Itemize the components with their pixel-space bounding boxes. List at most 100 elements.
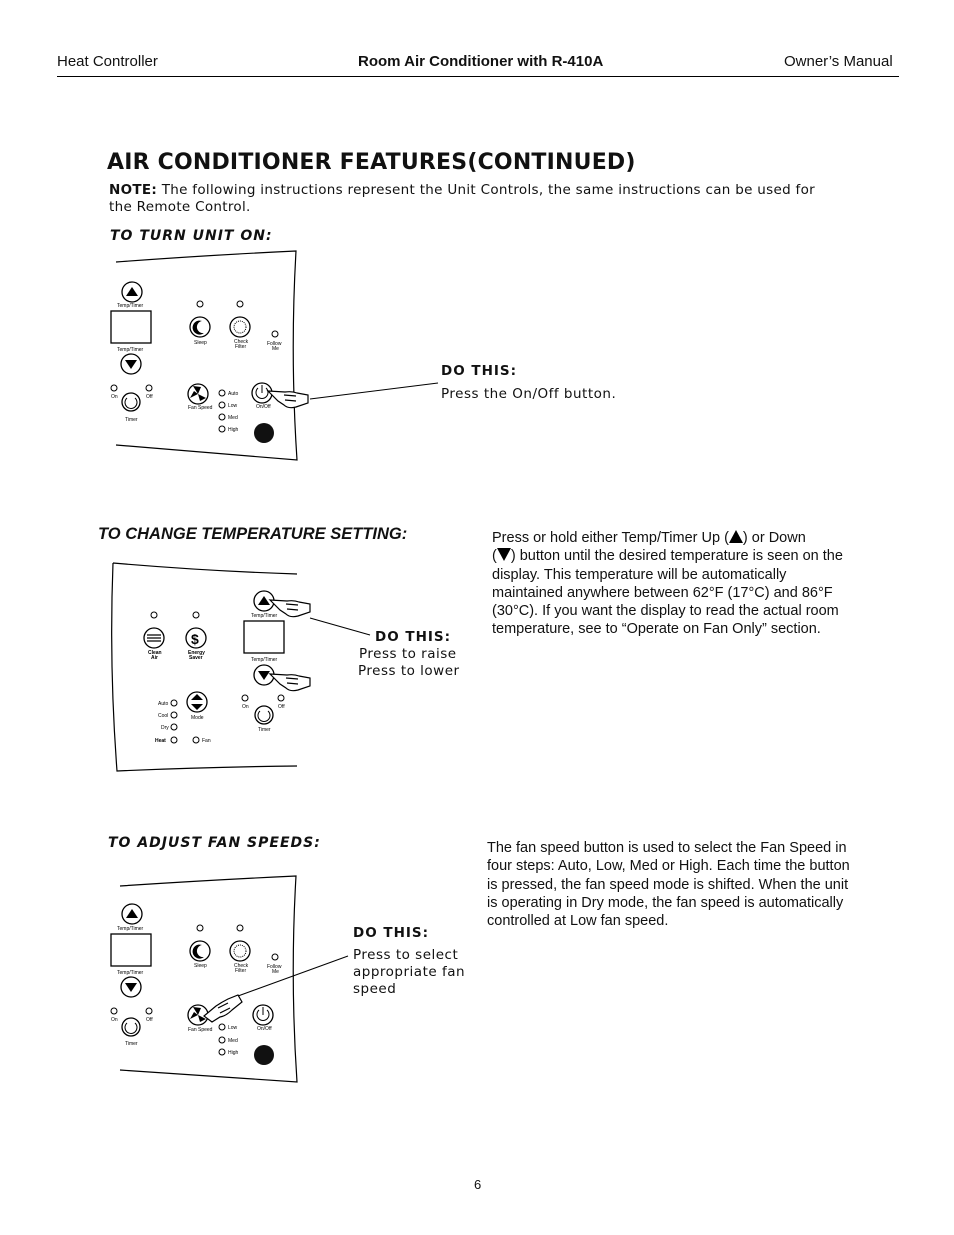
- control-panel-diagram-3: Temp/Timer Temp/Timer On Off Timer Sleep…: [110, 875, 349, 1083]
- dry-label: Dry: [161, 725, 169, 731]
- pointing-hand-icon: [203, 994, 243, 1023]
- me-label: Me: [272, 346, 279, 352]
- do-this-raise: Press to raise: [359, 646, 457, 662]
- follow-label: Follow: [267, 964, 282, 970]
- do-this-heading-1: DO THIS:: [441, 363, 518, 379]
- fan-speed-label: Fan Speed: [188, 1027, 213, 1033]
- high-indicator-icon: [218, 425, 226, 433]
- med-indicator-icon: [218, 413, 226, 421]
- off-indicator-icon: [277, 694, 285, 702]
- fan-indicator-icon: [192, 736, 200, 744]
- temperature-paragraph: Press or hold either Temp/Timer Up () or…: [492, 529, 860, 639]
- triangle-up-icon: [728, 530, 743, 543]
- fan-label: Fan: [202, 738, 211, 744]
- off-indicator-icon: [145, 384, 153, 392]
- check-filter-indicator-icon: [236, 300, 244, 308]
- temp-timer-label: Temp/Timer: [251, 657, 278, 663]
- med-label: Med: [228, 415, 238, 421]
- low-indicator-icon: [218, 401, 226, 409]
- off-label: Off: [146, 1017, 153, 1023]
- pointing-hand-icon: [266, 390, 309, 409]
- off-label: Off: [278, 704, 285, 710]
- follow-label: Follow: [267, 341, 282, 347]
- temp-para-d: ) button until the desired temperature i…: [492, 548, 843, 638]
- ir-sensor-icon: [254, 423, 274, 443]
- header-right: Owner’s Manual: [784, 53, 893, 70]
- display-window: [243, 620, 285, 654]
- clean-label: Clean: [148, 650, 162, 656]
- control-panel-diagram-1: Temp/Timer Temp/Timer On Off Timer Sleep…: [110, 250, 439, 461]
- low-indicator-icon: [218, 1023, 226, 1031]
- follow-me-indicator-icon: [271, 953, 279, 961]
- on-label: On: [242, 704, 249, 710]
- energy-label: Energy: [188, 650, 205, 656]
- on-off-label: On/Off: [257, 1026, 272, 1032]
- do-this-text-1: Press the On/Off button.: [441, 386, 617, 402]
- timer-icon: [121, 392, 141, 412]
- cool-label: Cool: [158, 713, 168, 719]
- check-filter-indicator-icon: [236, 924, 244, 932]
- header-center: Room Air Conditioner with R-410A: [358, 53, 604, 70]
- control-panel-diagram-2: Clean Air $ Energy Saver Temp/Timer Temp…: [111, 562, 371, 772]
- timer-label: Timer: [125, 417, 138, 423]
- timer-icon: [254, 705, 274, 725]
- med-label: Med: [228, 1038, 238, 1044]
- temp-timer-label: Temp/Timer: [251, 613, 278, 619]
- power-icon: [252, 1004, 274, 1026]
- off-indicator-icon: [145, 1007, 153, 1015]
- pointing-hand-icon: [268, 599, 311, 618]
- page-number: 6: [474, 1177, 482, 1192]
- sleep-indicator-icon: [196, 300, 204, 308]
- temp-down-icon: [120, 353, 142, 375]
- note-label: NOTE:: [109, 182, 158, 198]
- heat-label: Heat: [155, 738, 166, 744]
- low-label: Low: [228, 1025, 238, 1031]
- temp-up-icon: [121, 281, 143, 303]
- filter-label: Filter: [235, 344, 246, 350]
- temp-timer-label: Temp/Timer: [117, 347, 144, 353]
- temp-up-icon: [121, 903, 143, 925]
- low-label: Low: [228, 403, 238, 409]
- triangle-down-icon: [496, 548, 511, 562]
- ir-sensor-icon: [254, 1045, 274, 1065]
- on-label: On: [111, 1017, 118, 1023]
- sleep-indicator-icon: [196, 924, 204, 932]
- header-rule: [57, 76, 899, 77]
- dry-indicator-icon: [170, 723, 178, 731]
- do-this-heading-2: DO THIS:: [375, 629, 452, 645]
- fan-speed-label: Fan Speed: [188, 405, 213, 411]
- on-label: On: [111, 394, 118, 400]
- do-this-text-3: Press to select appropriate fan speed: [353, 947, 466, 997]
- sleep-icon: [189, 316, 211, 338]
- check-label: Check: [234, 963, 249, 969]
- check-label: Check: [234, 339, 249, 345]
- sleep-icon: [189, 940, 211, 962]
- on-off-label: On/Off: [256, 404, 271, 410]
- svg-text:$: $: [191, 631, 199, 647]
- power-icon: [251, 382, 273, 404]
- check-filter-icon: [229, 316, 251, 338]
- auto-indicator-icon: [218, 389, 226, 397]
- pointing-hand-icon: [268, 673, 311, 692]
- display-window: [110, 933, 152, 967]
- auto-label: Auto: [228, 391, 239, 397]
- temp-para-c: (: [492, 548, 497, 565]
- timer-label: Timer: [125, 1041, 138, 1047]
- air-label: Air: [151, 655, 158, 661]
- do-this-heading-3: DO THIS:: [353, 925, 430, 941]
- me-label: Me: [272, 969, 279, 975]
- high-label: High: [228, 1050, 239, 1056]
- section-heading-turn-on: TO TURN UNIT ON:: [110, 228, 273, 244]
- med-indicator-icon: [218, 1036, 226, 1044]
- temp-down-icon: [120, 976, 142, 998]
- note: NOTE: The following instructions represe…: [109, 182, 829, 216]
- display-window: [110, 310, 152, 344]
- on-indicator-icon: [110, 384, 118, 392]
- on-indicator-icon: [110, 1007, 118, 1015]
- temp-timer-label: Temp/Timer: [117, 970, 144, 976]
- auto-indicator-icon: [170, 699, 178, 707]
- timer-label: Timer: [258, 727, 271, 733]
- on-indicator-icon: [241, 694, 249, 702]
- off-label: Off: [146, 394, 153, 400]
- temp-para-b: ) or Down: [742, 530, 806, 546]
